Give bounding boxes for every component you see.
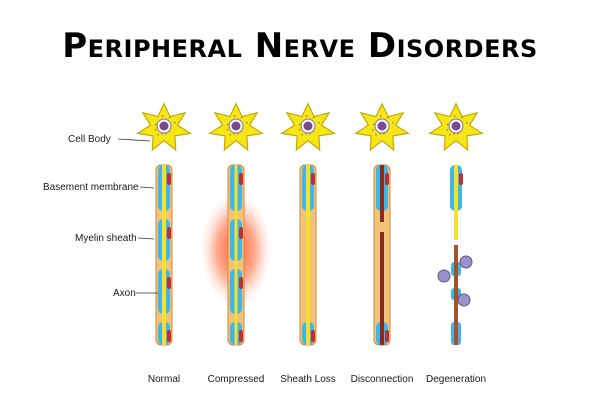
- nucleus: [159, 121, 169, 131]
- nucleus: [451, 121, 461, 131]
- schwann-nucleus: [167, 277, 171, 289]
- axon-fragmented: [454, 245, 458, 345]
- schwann-nucleus: [167, 173, 171, 185]
- cell-granule: [465, 121, 468, 124]
- cell-granule: [446, 129, 449, 131]
- cell-granule: [226, 123, 229, 126]
- neuron-degeneration: [428, 102, 484, 345]
- cell-granule: [312, 116, 315, 119]
- cell-granule: [161, 115, 164, 117]
- cell-granule: [453, 115, 456, 117]
- neuron-sheath-loss: [280, 102, 336, 346]
- axon: [454, 165, 458, 240]
- pointer-basement-membrane: [139, 186, 155, 189]
- cell-granule: [157, 133, 159, 136]
- axon: [306, 165, 310, 345]
- schwann-nucleus: [385, 173, 389, 185]
- cell-granule: [460, 116, 463, 119]
- cell-granule: [301, 133, 303, 136]
- cell-granule: [317, 121, 320, 124]
- label-basement-membrane: Basement membrane: [43, 182, 139, 193]
- cell-granule: [449, 133, 451, 136]
- page-title: Peripheral Nerve Disorders: [62, 26, 538, 66]
- schwann-nucleus: [311, 330, 315, 342]
- neuron-normal: [136, 102, 192, 346]
- cell-granule: [168, 116, 171, 119]
- caption-sheath-loss: Sheath Loss: [280, 374, 336, 385]
- cell-granule: [379, 115, 382, 117]
- cell-granule: [298, 123, 301, 126]
- cell-granule: [446, 123, 449, 126]
- cell-granule: [245, 121, 248, 124]
- cell-granule: [298, 129, 301, 131]
- schwann-nucleus: [239, 330, 243, 342]
- label-myelin-sheath: Myelin sheath: [75, 233, 137, 244]
- schwann-nucleus: [311, 173, 315, 185]
- axon: [234, 165, 238, 345]
- schwann-nucleus: [167, 227, 171, 239]
- nucleus: [231, 121, 241, 131]
- schwann-nucleus: [385, 330, 389, 342]
- neuron-disconnection: [354, 102, 410, 346]
- schwann-nucleus: [239, 227, 243, 239]
- pointer-myelin-sheath: [137, 237, 155, 240]
- schwann-nucleus: [167, 330, 171, 342]
- cell-granule: [229, 133, 231, 136]
- cell-granule: [391, 121, 394, 124]
- cell-granule: [375, 133, 377, 136]
- cell-granule: [173, 121, 176, 124]
- axon-damaged: [380, 165, 384, 222]
- caption-compressed: Compressed: [208, 374, 265, 385]
- cell-granule: [386, 116, 389, 119]
- cell-granule: [226, 129, 229, 131]
- nucleus: [303, 121, 313, 131]
- macrophage: [437, 269, 451, 283]
- neuron-compressed: [200, 102, 272, 346]
- caption-disconnection: Disconnection: [351, 374, 414, 385]
- cell-granule: [154, 123, 157, 126]
- cell-granule: [372, 129, 375, 131]
- caption-degeneration: Degeneration: [426, 374, 486, 385]
- cell-granule: [305, 115, 308, 117]
- nucleus: [377, 121, 387, 131]
- macrophage: [457, 293, 471, 307]
- label-axon: Axon: [113, 288, 136, 299]
- axon-damaged: [380, 232, 384, 345]
- cell-granule: [154, 129, 157, 131]
- axon: [162, 165, 166, 345]
- cell-granule: [372, 123, 375, 126]
- schwann-nucleus: [239, 277, 243, 289]
- schwann-nucleus: [239, 173, 243, 185]
- pointer-cell-body: [117, 138, 151, 142]
- label-cell-body: Cell Body: [68, 134, 111, 145]
- caption-normal: Normal: [148, 374, 180, 385]
- cell-granule: [240, 116, 243, 119]
- cell-granule: [233, 115, 236, 117]
- schwann-nucleus: [459, 173, 463, 185]
- macrophage: [459, 255, 473, 269]
